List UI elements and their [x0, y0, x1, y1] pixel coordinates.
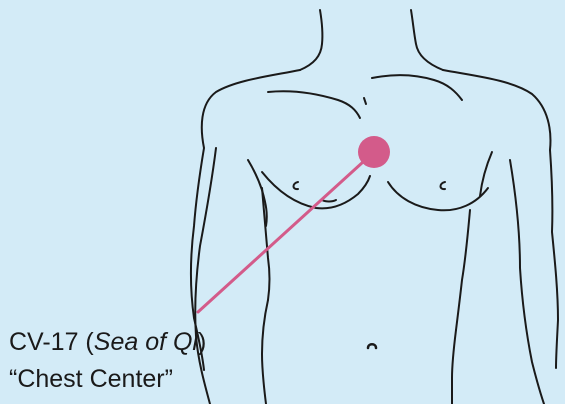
right-shoulder-arm — [443, 70, 558, 368]
acupoint-cv17-marker — [358, 136, 390, 168]
neck-left — [300, 10, 322, 70]
right-nipple — [441, 182, 446, 189]
neck-right — [411, 10, 443, 70]
left-nipple — [294, 182, 299, 189]
right-side — [456, 210, 470, 330]
right-inner-arm — [510, 160, 544, 404]
ab-line — [322, 200, 336, 202]
collarbone-notch — [364, 98, 366, 104]
acupoint-pointer-line — [198, 152, 374, 312]
right-flank — [452, 330, 456, 404]
navel — [368, 344, 376, 348]
left-collarbone — [268, 91, 360, 118]
acupoint-english-name: “Chest Center” — [9, 364, 173, 394]
right-collarbone — [372, 75, 462, 100]
left-flank — [262, 300, 268, 404]
left-shoulder-arm — [191, 70, 300, 370]
right-pectoral — [388, 182, 488, 210]
acupoint-code: CV-17 — [9, 328, 78, 356]
acupoint-code-label: CV-17 (Sea of Qi) — [9, 327, 206, 357]
acupoint-name: Sea of Qi — [94, 328, 198, 356]
